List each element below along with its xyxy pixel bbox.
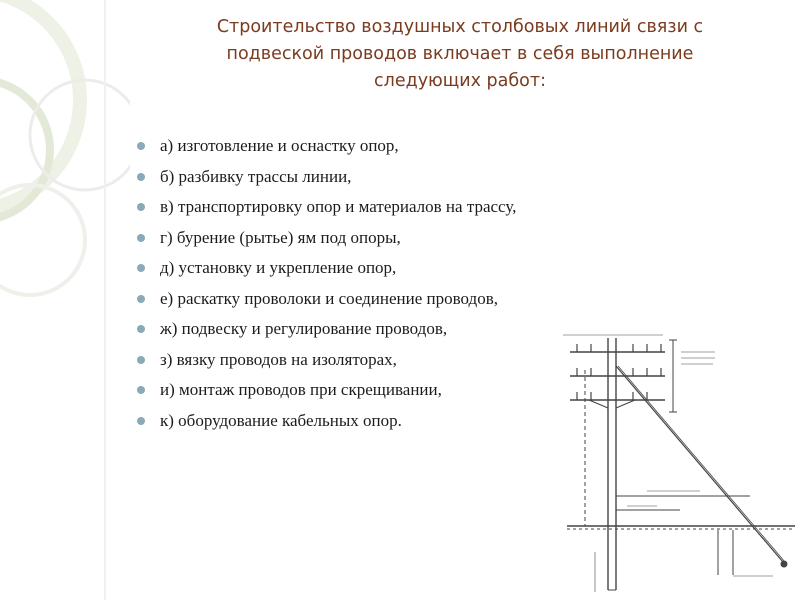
pole-diagram-image: [563, 334, 795, 592]
list-item: в) транспортировку опор и материалов на …: [137, 192, 516, 223]
list-item-text: к) оборудование кабельных опор.: [160, 410, 402, 430]
title-line-2: подвеской проводов включает в себя выпол…: [226, 44, 694, 64]
bullet-icon: [137, 325, 145, 334]
list-item-text: а) изготовление и оснастку опор,: [160, 136, 399, 156]
bullet-icon: [137, 203, 145, 212]
bullet-icon: [137, 264, 145, 273]
list-item-text: з) вязку проводов на изоляторах,: [160, 349, 397, 369]
decorative-rings: [0, 0, 130, 600]
list-item-text: е) раскатку проволоки и соединение прово…: [160, 288, 498, 308]
bullet-icon: [137, 294, 145, 303]
list-item: и) монтаж проводов при скрещивании,: [137, 375, 516, 406]
slide-title: Строительство воздушных столбовых линий …: [180, 14, 740, 95]
bullet-icon: [137, 416, 145, 425]
list-item: к) оборудование кабельных опор.: [137, 406, 516, 437]
list-item-text: д) установку и укрепление опор,: [160, 258, 397, 278]
list-item: ж) подвеску и регулирование проводов,: [137, 314, 516, 345]
list-item: б) разбивку трассы линии,: [137, 162, 516, 193]
bullet-icon: [137, 386, 145, 395]
list-item-text: ж) подвеску и регулирование проводов,: [160, 319, 448, 339]
list-item: а) изготовление и оснастку опор,: [137, 131, 516, 162]
bullet-icon: [137, 172, 145, 181]
list-item: д) установку и укрепление опор,: [137, 253, 516, 284]
list-item: з) вязку проводов на изоляторах,: [137, 345, 516, 376]
list-item-text: в) транспортировку опор и материалов на …: [160, 197, 517, 217]
bullet-icon: [137, 233, 145, 242]
title-line-1: Строительство воздушных столбовых линий …: [216, 17, 704, 37]
list-item-text: и) монтаж проводов при скрещивании,: [160, 380, 442, 400]
list-item-text: б) разбивку трассы линии,: [160, 166, 352, 186]
list-item: г) бурение (рытье) ям под опоры,: [137, 223, 516, 254]
bullet-icon: [137, 142, 145, 151]
bullet-icon: [137, 355, 145, 364]
work-list: а) изготовление и оснастку опор, б) разб…: [137, 131, 516, 436]
list-item: е) раскатку проволоки и соединение прово…: [137, 284, 516, 315]
title-line-3: следующих работ:: [374, 71, 546, 91]
list-item-text: г) бурение (рытье) ям под опоры,: [160, 227, 401, 247]
